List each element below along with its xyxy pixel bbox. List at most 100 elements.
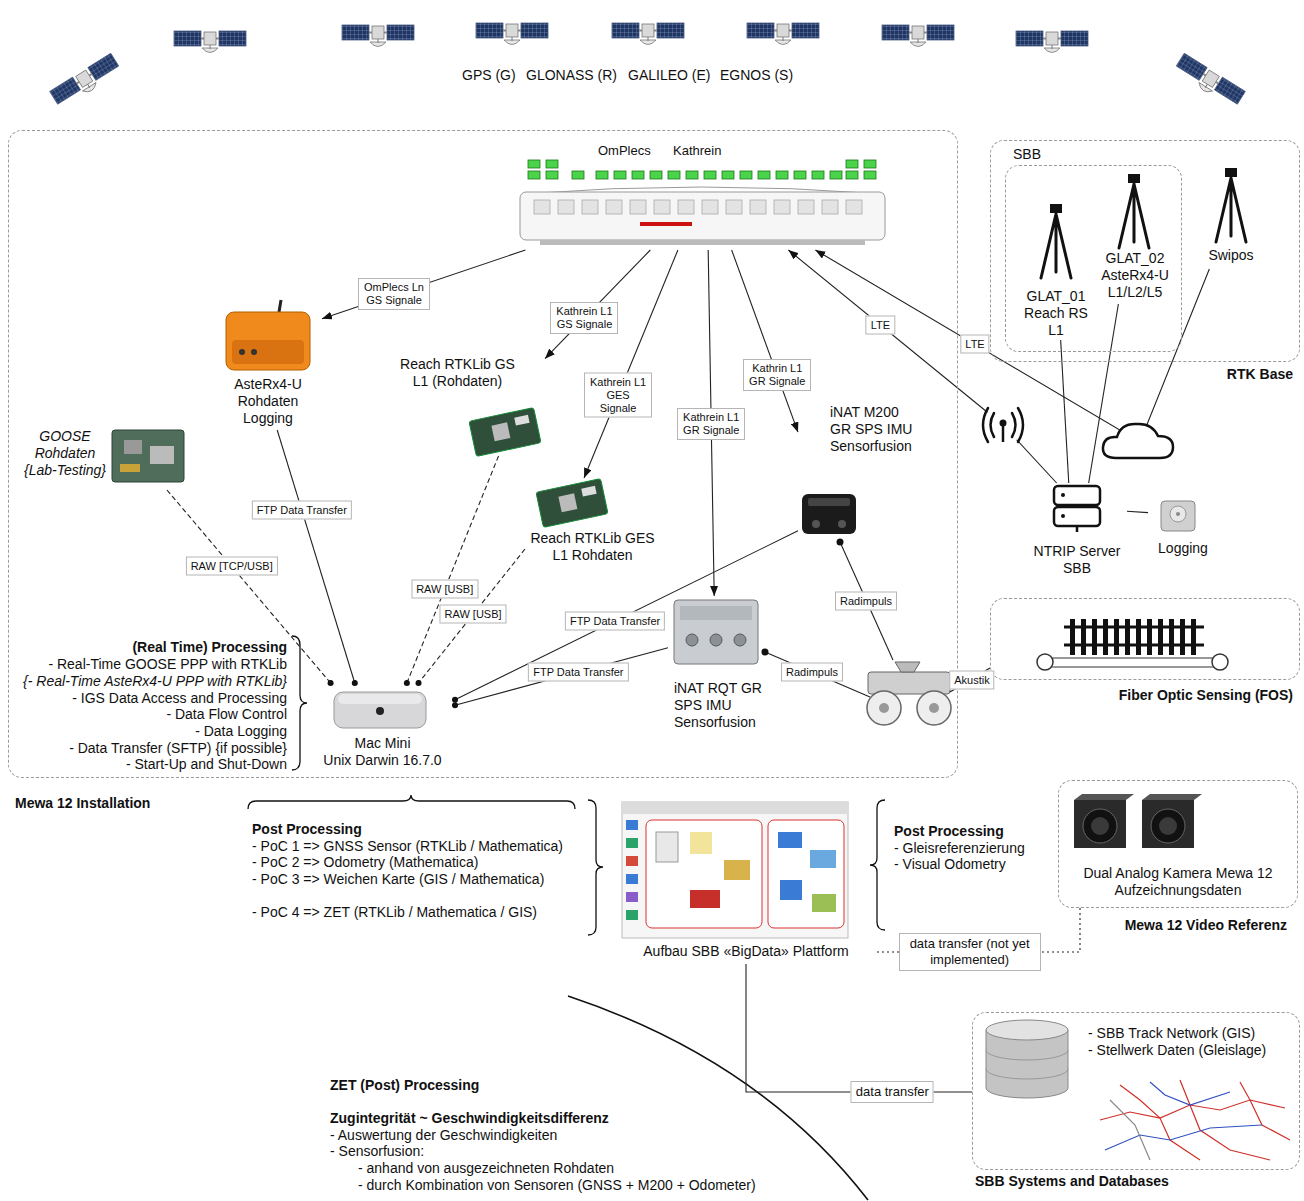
track-network-map (1240, 1082, 1290, 1140)
bracket (248, 636, 885, 1200)
platform-screenshot (626, 892, 638, 902)
connector-label: FTP Data Transfer (565, 611, 665, 630)
train-car (846, 200, 862, 214)
track-fibre (1064, 644, 1204, 647)
note-text: - Start-Up and Shut-Down (126, 756, 287, 773)
antenna-tags (758, 171, 770, 179)
asterx-receiver (232, 340, 304, 364)
signal-lines (762, 649, 769, 656)
reach-board (469, 408, 541, 457)
node-label: Mac Mini (310, 735, 455, 752)
note-text: ZET (Post) Processing (330, 1077, 479, 1094)
camera (1151, 809, 1185, 843)
track-fibre (1169, 619, 1174, 655)
region-heading: Kathrein (673, 142, 721, 159)
train-car (640, 222, 692, 226)
inat-rqt-device (674, 600, 758, 664)
tripod (1119, 184, 1149, 248)
antenna-tags (528, 160, 876, 179)
node-label: NTRIP Server SBB (1027, 543, 1127, 577)
disk-icon (1176, 512, 1180, 516)
antenna-tags (650, 171, 662, 179)
reach-board (469, 408, 541, 457)
inat-rqt-device (680, 606, 752, 620)
antenna-tags (812, 171, 824, 179)
node-label: AsteRx4-U Rohdaten Logging (214, 376, 322, 427)
note-text: {- Real-Time AsteRx4-U PPP with RTKLib} (23, 673, 287, 690)
train-car (798, 200, 814, 214)
server: NTRIP Server SBB (1027, 483, 1127, 577)
platform-screenshot (690, 832, 712, 854)
region-box: Dual Analog Kamera Mewa 12 Aufzeichnungs… (1058, 780, 1298, 908)
region-heading: Mewa 12 Installation (15, 795, 150, 812)
note-text: - Data Flow Control (166, 706, 287, 723)
reach-board (536, 479, 608, 528)
antenna-tags (846, 171, 858, 179)
platform-screenshot (812, 894, 836, 912)
disk-icon (1161, 501, 1195, 531)
connector (584, 250, 678, 478)
satellite (612, 23, 684, 45)
imu-device: iNAT M200 GR SPS IMU Sensorfusion (798, 404, 920, 542)
region-heading: OmPlecs (598, 142, 651, 159)
region-heading: SBB Systems and Databases (975, 1173, 1169, 1190)
inat-rqt-device (734, 634, 746, 646)
bracket (588, 800, 603, 935)
antenna-tags (864, 160, 876, 168)
disk-icon (1170, 506, 1186, 522)
note-text: - PoC 1 => GNSS Sensor (RTKLib / Mathema… (252, 838, 563, 855)
train-car (582, 200, 598, 214)
gnss-receiver: AsteRx4-U Rohdaten Logging (214, 298, 322, 430)
note-text: (Real Time) Processing (132, 639, 287, 656)
platform-screenshot (622, 802, 848, 938)
train-car (534, 200, 550, 214)
camera (1142, 794, 1202, 800)
bogie (917, 691, 951, 725)
platform-screenshot (690, 890, 720, 908)
train-car (630, 200, 646, 214)
train-car (774, 200, 790, 214)
imu-device: iNAT RQT GR SPS IMU Sensorfusion (668, 596, 765, 752)
connector (1127, 511, 1148, 512)
track-network-map (1105, 1125, 1262, 1150)
train-car (702, 200, 718, 214)
train-car: OmPlecs Kathrein (515, 140, 895, 250)
platform-screenshot (622, 802, 848, 814)
connector (419, 549, 525, 683)
track-fibre (1064, 626, 1204, 629)
node-label: GLAT_01 Reach RS L1 (1019, 288, 1093, 339)
reach-board (491, 422, 510, 441)
server-icon (1054, 486, 1100, 505)
antenna-tags (546, 160, 558, 168)
mac-mini (338, 694, 422, 704)
connector (732, 250, 798, 432)
goose-board (112, 430, 184, 482)
train-car (726, 200, 742, 214)
track-fibre (1103, 619, 1108, 655)
note-text: GPS (G) (462, 67, 516, 84)
inat-rqt-device (686, 634, 698, 646)
region-heading: RTK Base (1227, 366, 1293, 383)
region-box: Fiber Optic Sensing (FOS) (990, 598, 1300, 680)
camera (1159, 817, 1177, 835)
track-fibre (1037, 619, 1228, 670)
connector-label: LTE (866, 315, 895, 334)
signal-lines (837, 539, 844, 546)
connector (455, 648, 668, 706)
note-text: - Gleisreferenzierung (894, 840, 1025, 857)
track-network-map (1150, 1082, 1230, 1105)
region-box: RTK BaseSBBGLAT_01 Reach RS L1GLAT_02 As… (990, 140, 1300, 362)
inat-m200-device (812, 520, 820, 528)
platform-screenshot (622, 802, 848, 938)
note-text: Post Processing (894, 823, 1004, 840)
platform-screenshot (780, 880, 802, 900)
server-icon (1061, 514, 1065, 518)
reach-board (514, 415, 529, 426)
antenna-tags (614, 171, 626, 179)
note-text: - Auswertung der Geschwindigkeiten (330, 1127, 557, 1144)
disk-icon (1161, 501, 1195, 531)
track-fibre (1180, 619, 1185, 655)
reach-board (536, 479, 608, 528)
